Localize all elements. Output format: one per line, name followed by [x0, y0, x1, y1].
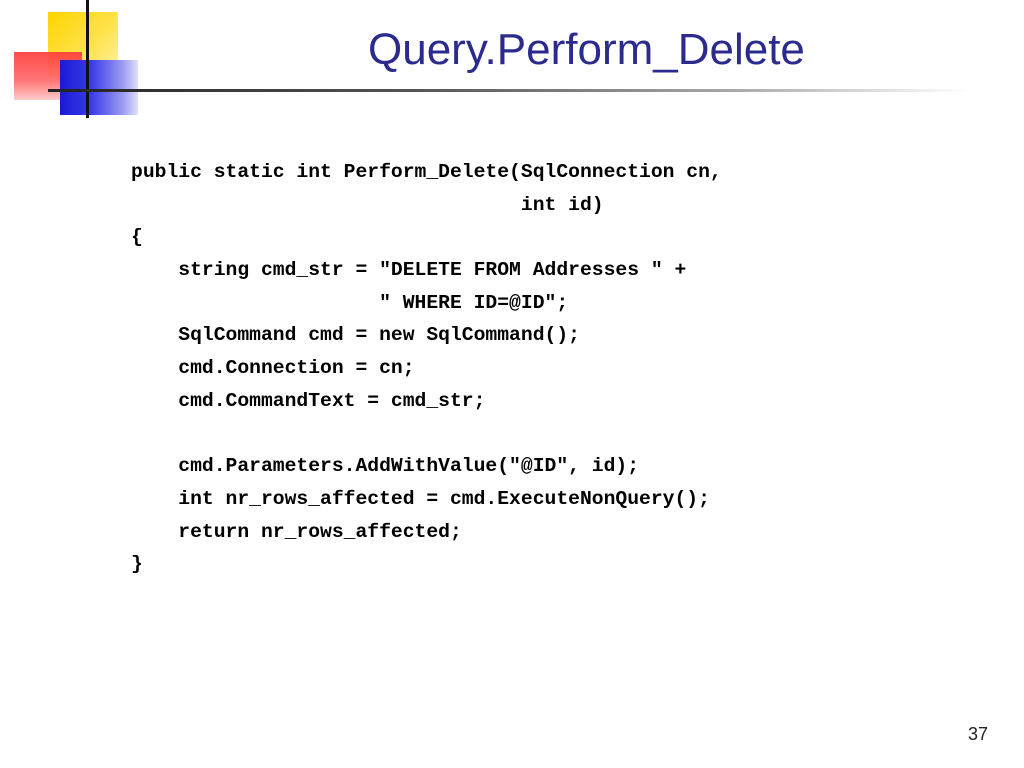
page-number: 37 — [968, 724, 989, 744]
code-line: cmd.CommandText = cmd_str; — [131, 389, 486, 412]
slide-logo-decoration — [0, 0, 160, 130]
code-line: int id) — [131, 193, 604, 216]
code-line: string cmd_str = "DELETE FROM Addresses … — [131, 259, 687, 282]
code-line: SqlCommand cmd = new SqlCommand(); — [131, 324, 580, 347]
slide-title: Query.Perform_Delete — [368, 25, 805, 74]
code-line: public static int Perform_Delete(SqlConn… — [131, 161, 722, 183]
code-line: " WHERE ID=@ID"; — [131, 291, 569, 314]
code-line: cmd.Parameters.AddWithValue("@ID", id); — [131, 455, 640, 478]
code-line: { — [131, 226, 143, 249]
code-line: int nr_rows_affected = cmd.ExecuteNonQue… — [131, 487, 710, 510]
logo-vertical-line — [86, 0, 89, 118]
code-line: cmd.Connection = cn; — [131, 357, 415, 380]
code-line: return nr_rows_affected; — [131, 520, 462, 543]
logo-blue-square — [60, 60, 138, 115]
title-underline — [48, 89, 968, 92]
code-line: } — [131, 553, 143, 576]
code-block: public static int Perform_Delete(SqlConn… — [131, 156, 722, 581]
code-line-blank — [131, 418, 722, 451]
